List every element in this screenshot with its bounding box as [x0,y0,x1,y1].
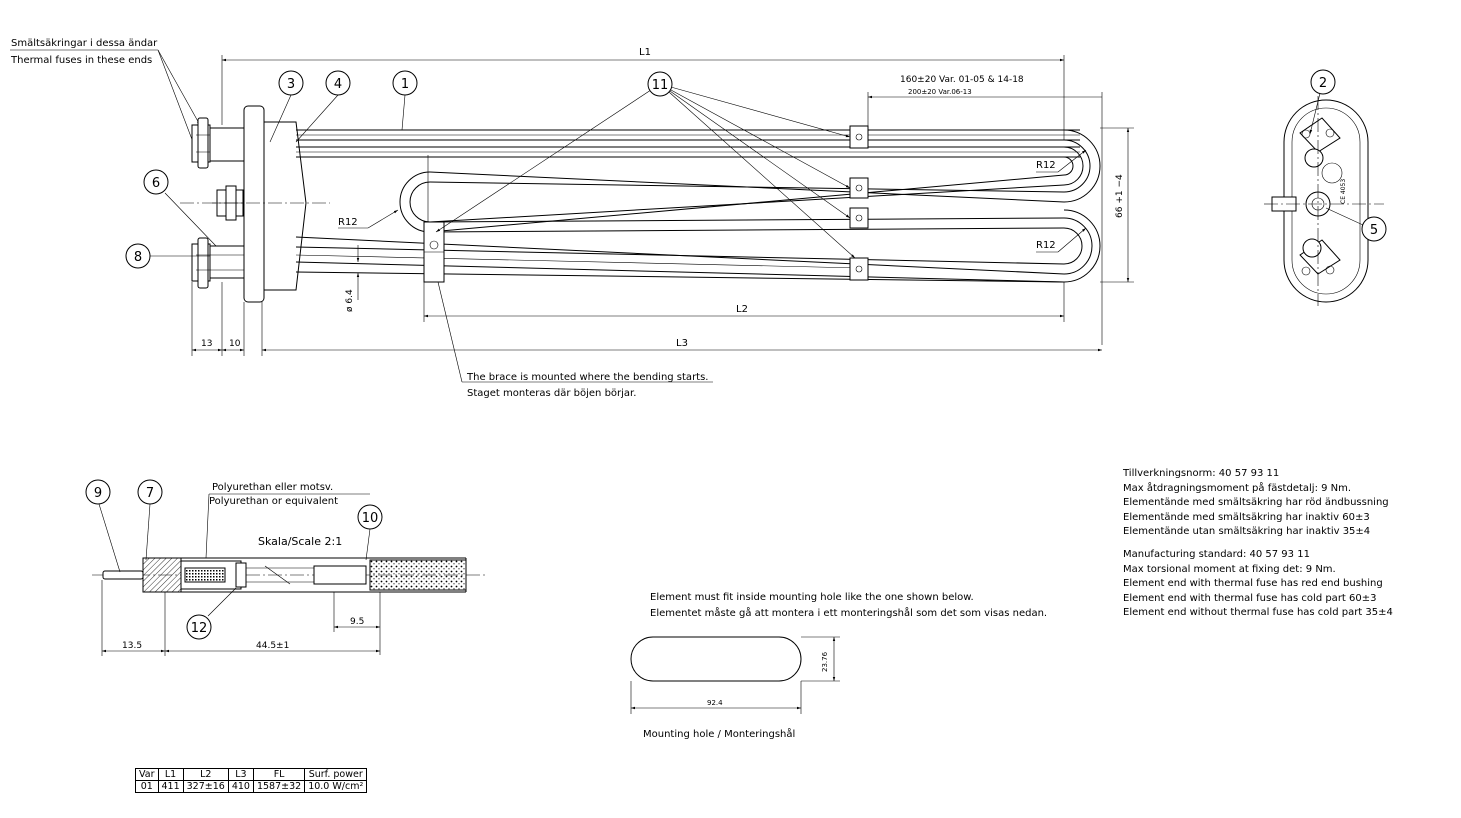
balloon-8: 8 [134,250,142,265]
general-notes: Tillverkningsnorm: 40 57 93 11 Max åtdra… [1123,467,1393,621]
table-header-row: Var L1 L2 L3 FL Surf. power [135,768,368,781]
mounting-hole: Element must fit inside mounting hole li… [630,592,1047,740]
r12-right-upper: R12 [1036,160,1056,171]
dim-var-2: 200±20 Var.06-13 [908,88,972,96]
balloon-12: 12 [191,621,208,636]
dim-mount-h: 23.76 [821,651,829,672]
note-sv-5: Elementände utan smältsäkring har inakti… [1123,526,1371,538]
cell-l3: 410 [227,780,254,793]
header-surf-power: Surf. power [304,768,368,781]
dim-diameter: ø 6.4 [345,289,355,312]
dim-l2: L2 [736,304,748,315]
balloon-1: 1 [401,77,409,92]
note-sv-4: Elementände med smältsäkring har inaktiv… [1123,511,1370,523]
mounting-note-en: Element must fit inside mounting hole li… [650,592,974,603]
brace-note-en: The brace is mounted where the bending s… [466,372,708,383]
end-marking: CE 4053 [1340,179,1347,204]
scale-label: Skala/Scale 2:1 [258,535,342,548]
cell-surf-power: 10.0 W/cm² [304,780,368,793]
detail-view: Polyurethan eller motsv. Polyurethan or … [85,479,488,656]
r12-left: R12 [338,217,358,228]
brace-note-sv: Staget monteras där böjen börjar. [467,388,636,399]
header-l1: L1 [157,768,184,781]
note-en-2: Max torsional moment at fixing det: 9 Nm… [1123,563,1336,575]
r12-right-lower: R12 [1036,240,1056,251]
balloon-3: 3 [287,77,295,92]
dim-44-5: 44.5±1 [256,641,289,651]
mounting-caption: Mounting hole / Monteringshål [643,727,795,740]
dim-l1: L1 [639,47,651,58]
header-var: Var [135,768,159,781]
note-en-4: Element end with thermal fuse has cold p… [1123,592,1377,604]
balloon-11: 11 [652,78,669,93]
dim-10: 10 [229,339,241,349]
cell-var: 01 [135,780,159,793]
dim-l3: L3 [676,338,688,349]
note-en-3: Element end with thermal fuse has red en… [1123,578,1383,590]
balloon-7: 7 [146,486,154,501]
fuse-note-sv: Smältsäkringar i dessa ändar [11,38,158,49]
poly-note-en: Polyurethan or equivalent [209,496,338,507]
note-sv-1: Tillverkningsnorm: 40 57 93 11 [1123,468,1280,479]
poly-note-sv: Polyurethan eller motsv. [212,482,333,493]
note-sv-2: Max åtdragningsmoment på fästdetalj: 9 N… [1123,482,1352,494]
dim-13: 13 [201,339,212,349]
balloon-4: 4 [334,77,342,92]
fuse-note-en: Thermal fuses in these ends [10,55,152,66]
cell-l1: 411 [157,780,184,793]
dim-var-1: 160±20 Var. 01-05 & 14-18 [900,75,1024,85]
balloon-2: 2 [1319,76,1327,91]
note-en-5: Element end without thermal fuse has col… [1123,607,1393,619]
dim-13-5: 13.5 [122,641,142,651]
end-view: CE 4053 2 5 [1264,69,1387,306]
balloon-9: 9 [94,486,102,501]
main-view: Smältsäkringar i dessa ändar Thermal fus… [10,38,1134,399]
variant-table: Var L1 L2 L3 FL Surf. power 01 411 327±1… [135,768,368,793]
cell-l2: 327±16 [182,780,229,793]
header-fl: FL [252,768,306,781]
header-l3: L3 [227,768,254,781]
table-row: 01 411 327±16 410 1587±32 10.0 W/cm² [135,780,368,793]
balloon-10: 10 [362,511,379,526]
note-sv-3: Elementände med smältsäkring har röd änd… [1123,497,1389,509]
dim-mount-w: 92.4 [707,699,723,707]
balloon-5: 5 [1370,223,1378,238]
balloon-6: 6 [152,176,160,191]
cell-fl: 1587±32 [252,780,306,793]
mounting-note-sv: Elementet måste gå att montera i ett mon… [650,606,1047,619]
note-en-1: Manufacturing standard: 40 57 93 11 [1123,548,1310,560]
header-l2: L2 [182,768,229,781]
dim-9-5: 9.5 [350,617,364,627]
dim-height: 66 +1 −4 [1115,174,1125,218]
